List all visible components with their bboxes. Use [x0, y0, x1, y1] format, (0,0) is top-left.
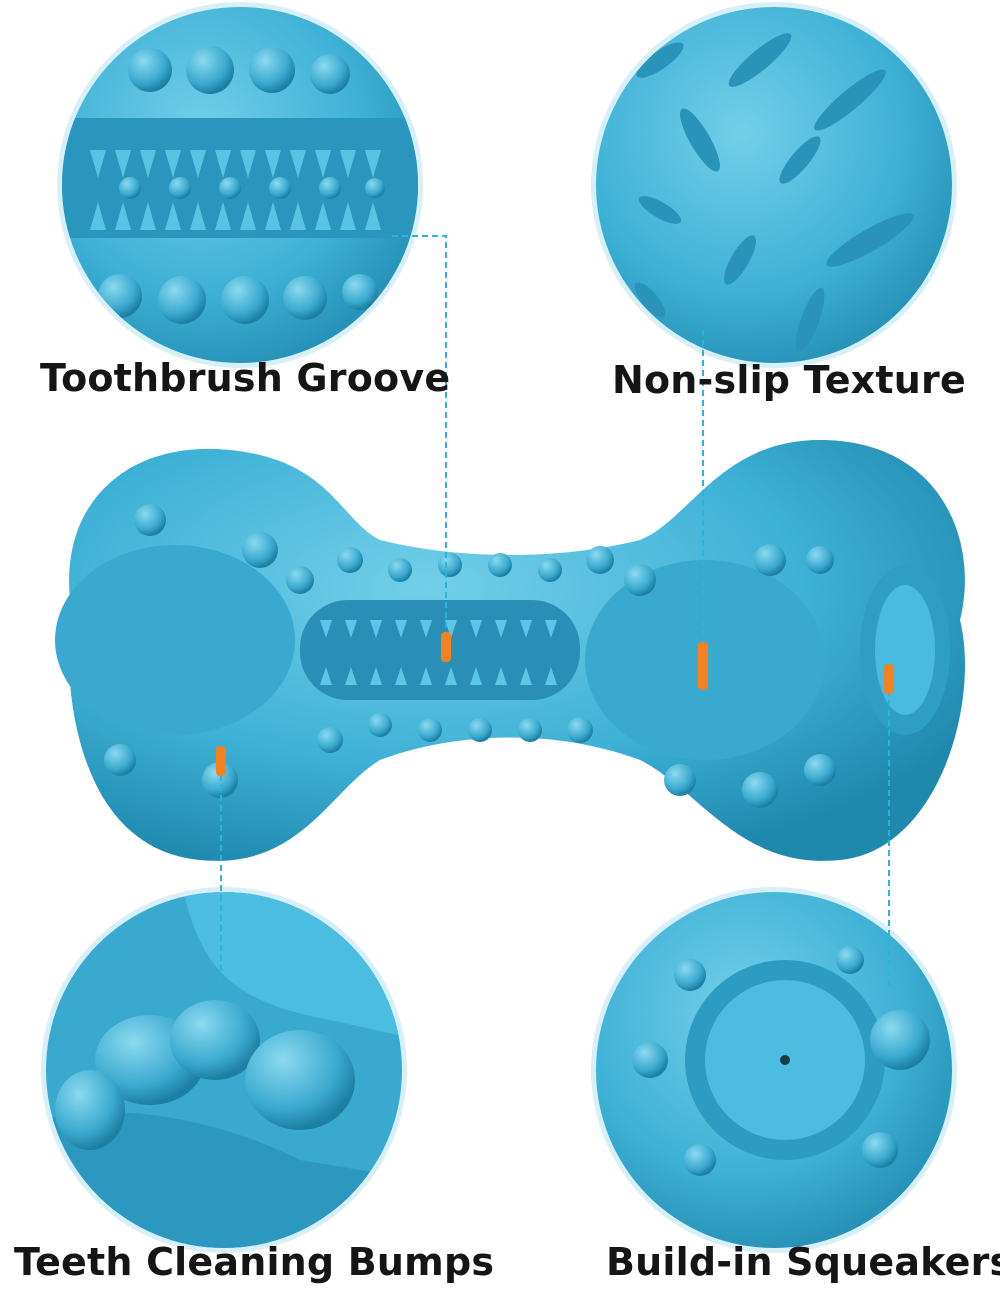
- build-in-squeakers-label: Build-in Squeakers: [606, 1240, 1000, 1284]
- bone-toy: [55, 440, 966, 861]
- groove-detail-circle: [57, 2, 423, 368]
- feature-markers: [216, 632, 894, 776]
- texture-detail-circle: [591, 2, 957, 368]
- bumps-detail-circle: [41, 887, 407, 1253]
- toothbrush-groove-label: Toothbrush Groove: [40, 356, 451, 400]
- callout-lines: [220, 235, 890, 990]
- squeaker-detail-circle: [591, 887, 957, 1253]
- teeth-cleaning-bumps-label: Teeth Cleaning Bumps: [14, 1240, 495, 1284]
- non-slip-texture-label: Non-slip Texture: [612, 358, 966, 402]
